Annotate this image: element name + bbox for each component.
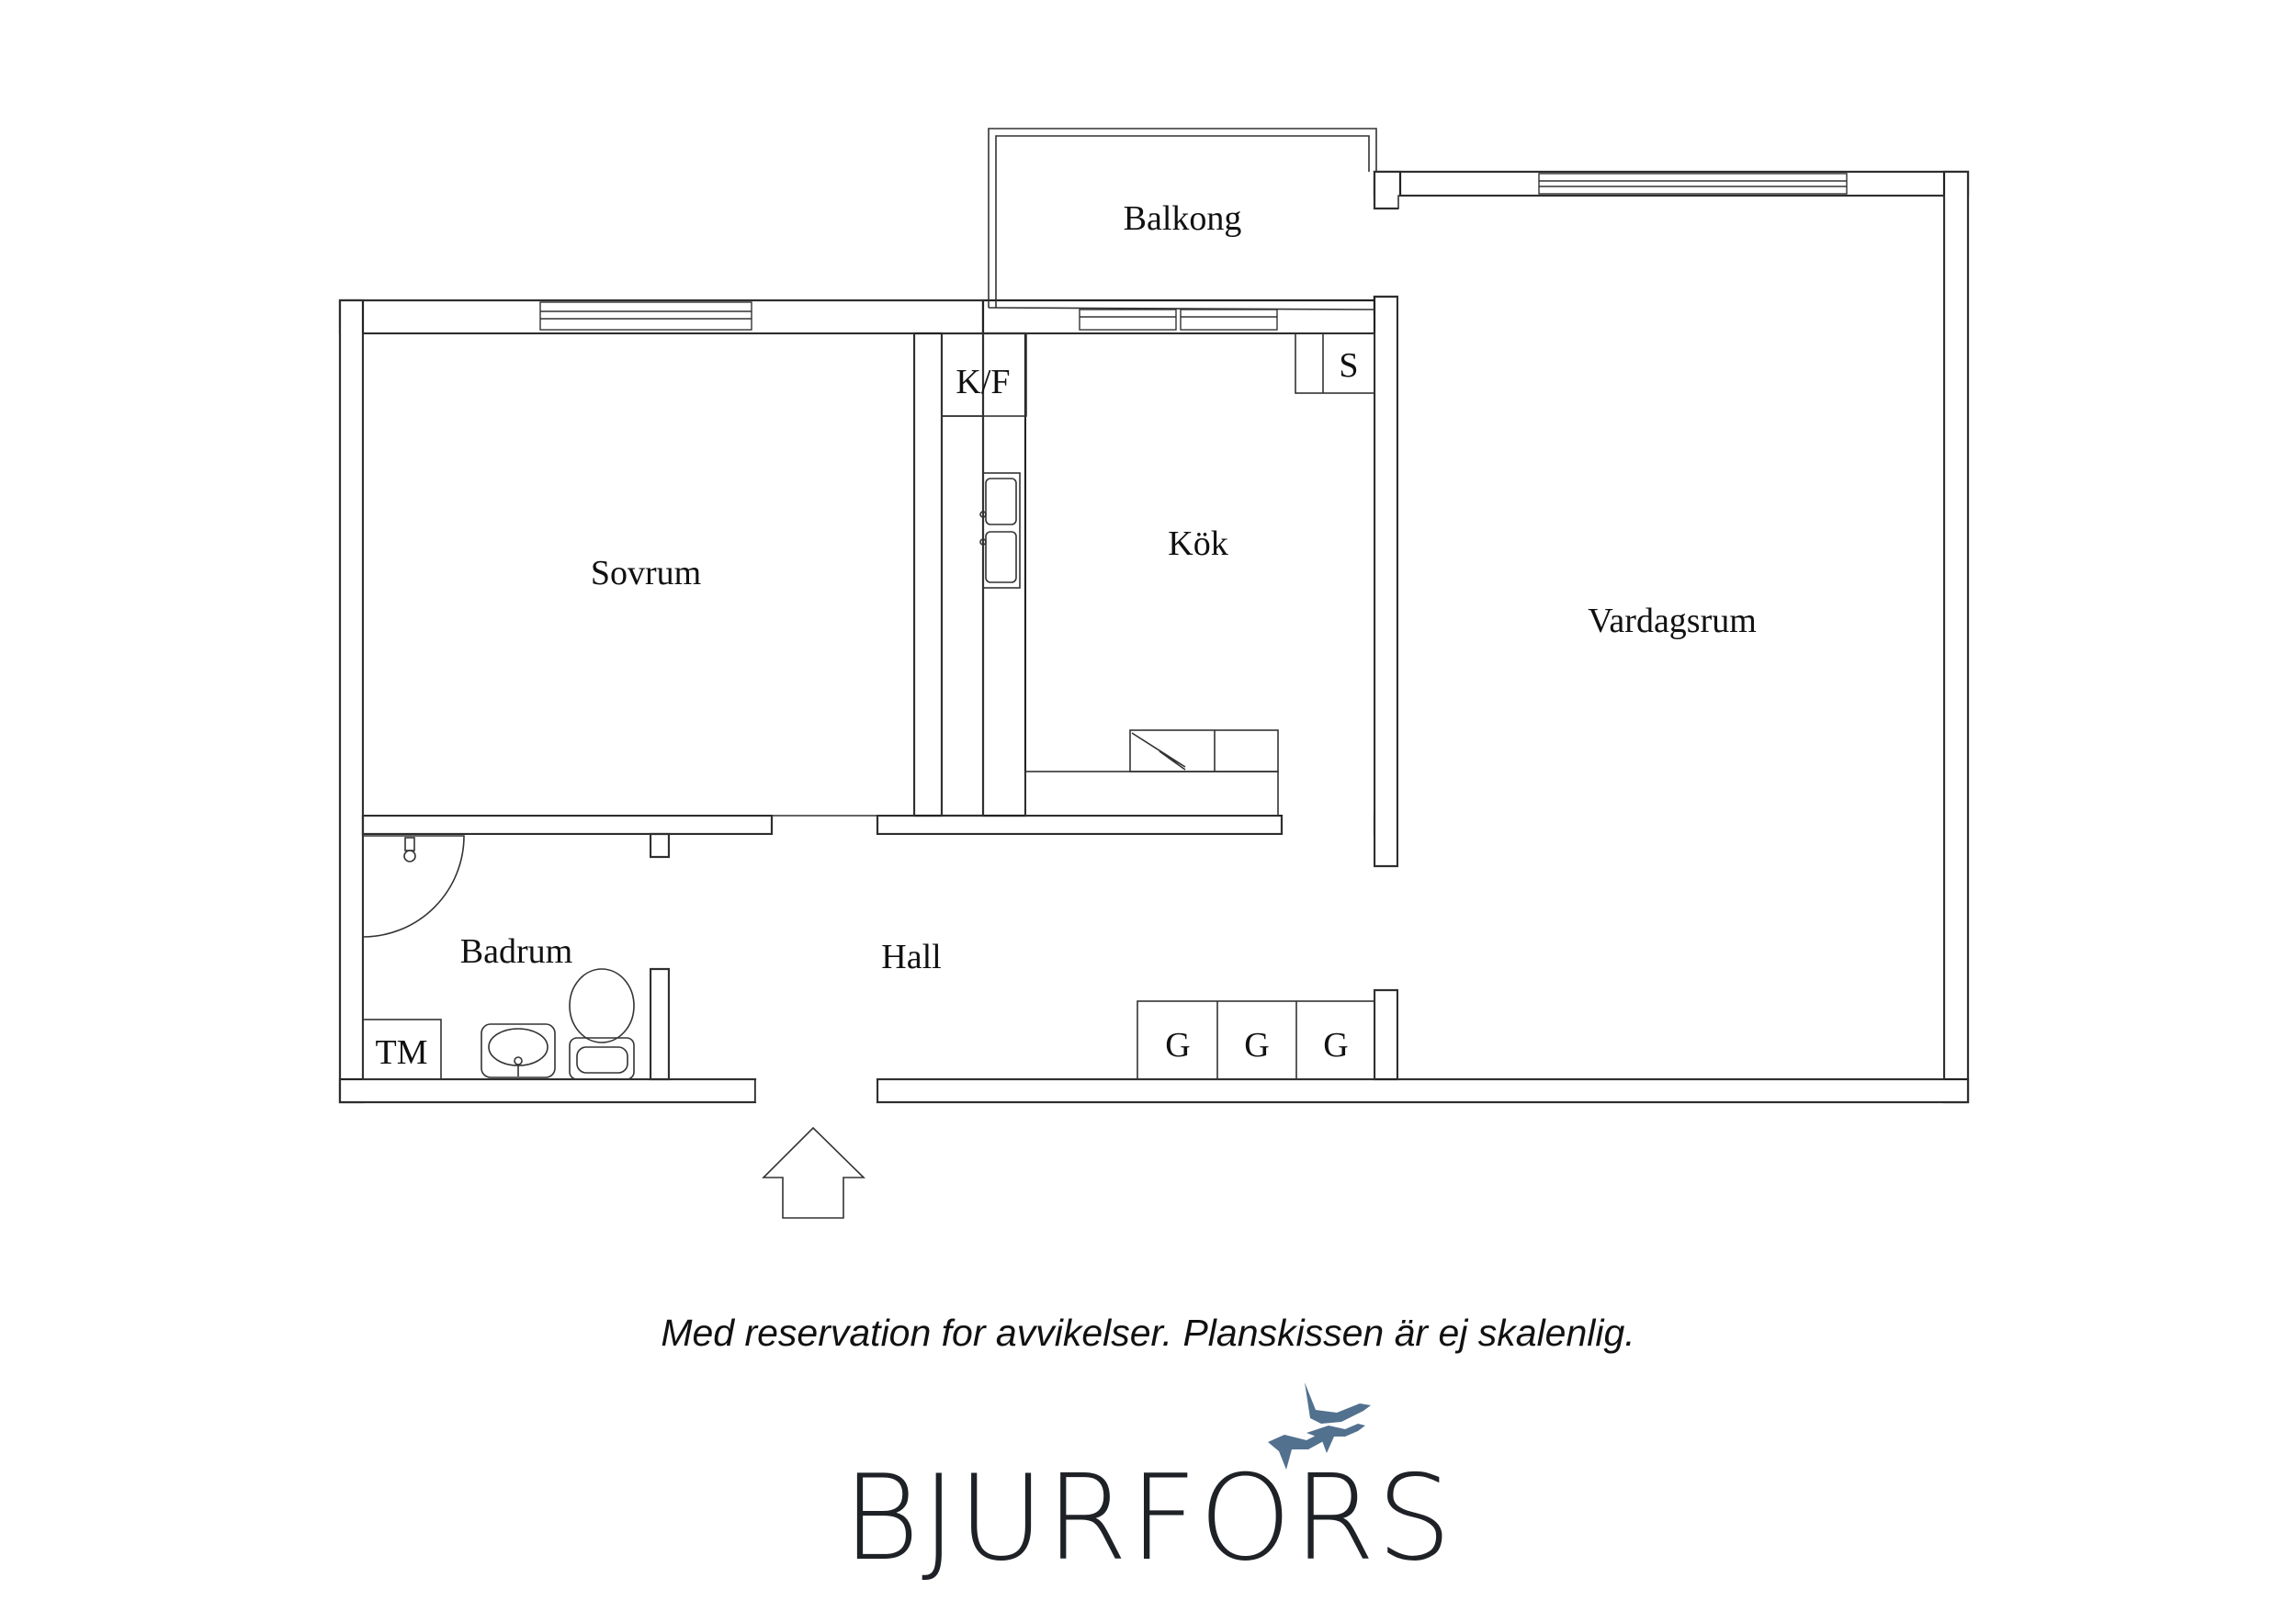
label-wardrobe-3: G	[1323, 1026, 1348, 1065]
room-interiors	[364, 197, 1943, 1102]
label-fridge-freezer: K/F	[956, 363, 1010, 401]
wardrobes	[1137, 1000, 1375, 1080]
balcony	[988, 128, 1377, 310]
room-label-bathroom: Badrum	[460, 932, 572, 971]
disclaimer-text: Med reservation for avvikelser. Planskis…	[661, 1312, 1635, 1354]
kitchen-fixtures	[941, 332, 1375, 817]
room-label-living-room: Vardagsrum	[1588, 602, 1757, 640]
label-wardrobe-1: G	[1165, 1026, 1190, 1065]
label-washing-machine: TM	[376, 1033, 428, 1072]
windows	[539, 173, 1848, 331]
walls	[338, 170, 1970, 1104]
room-label-bedroom: Sovrum	[591, 554, 701, 592]
bathroom-fixtures	[362, 835, 635, 1080]
label-wardrobe-2: G	[1244, 1026, 1269, 1065]
brand-logo: BJURFORS	[843, 1450, 1453, 1587]
room-label-hall: Hall	[881, 938, 941, 976]
entrance-arrow-icon	[762, 1126, 865, 1219]
label-closet: S	[1339, 346, 1358, 385]
geese-icon	[1268, 1382, 1371, 1470]
room-label-balcony: Balkong	[1124, 199, 1242, 238]
room-label-kitchen: Kök	[1168, 524, 1227, 563]
